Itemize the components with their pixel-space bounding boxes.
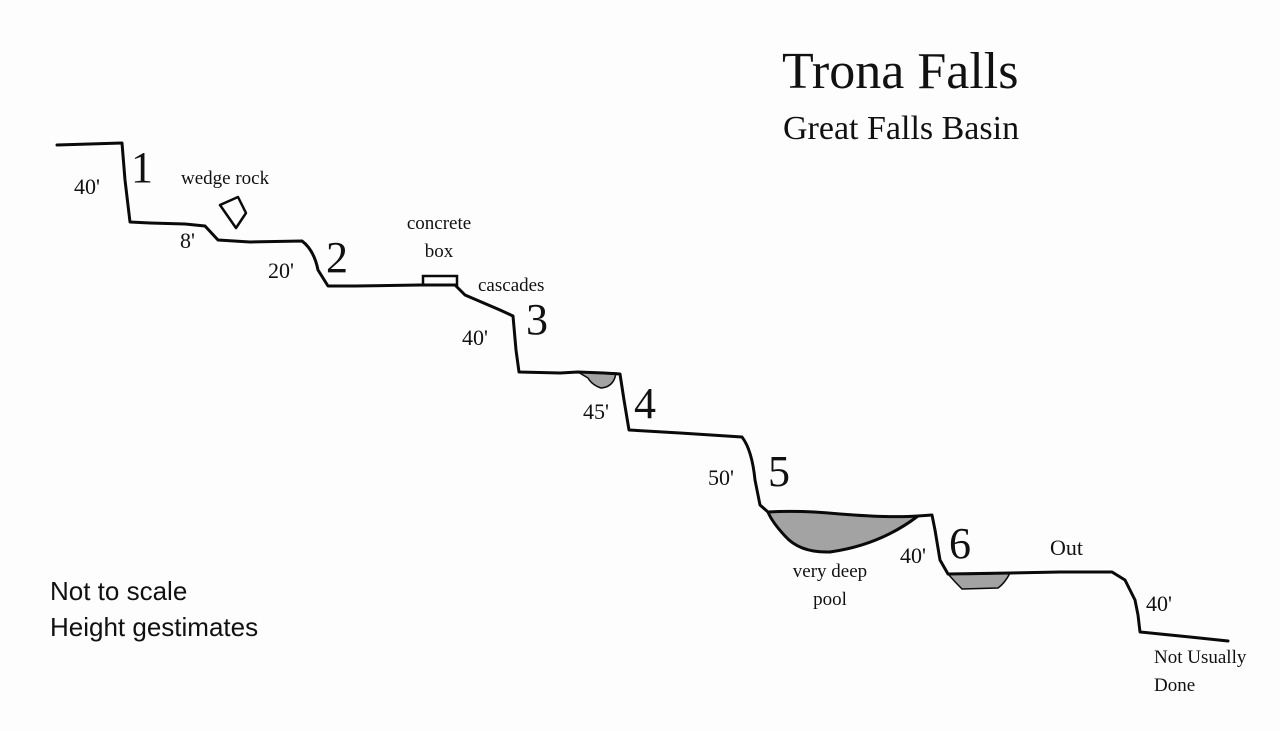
not-usually-done-line1: Not Usually (1154, 647, 1247, 668)
not-usually-done-line2: Done (1154, 675, 1196, 696)
fall-height-4: 45' (583, 399, 609, 424)
diagram-title: Trona Falls (782, 43, 1019, 100)
fall-number-2: 2 (326, 233, 348, 282)
wedge-rock-label: wedge rock (181, 168, 270, 189)
pool-fall-6 (946, 572, 1012, 590)
cascades-label: cascades (478, 275, 545, 296)
fall-height-8ft: 8' (180, 228, 195, 253)
fall-number-5: 5 (768, 447, 790, 496)
wedge-rock-shape (218, 195, 248, 230)
fall-number-1: 1 (131, 143, 153, 192)
fall-height-3: 40' (462, 325, 488, 350)
pool-label-line2: pool (813, 589, 847, 610)
concrete-box-shape (421, 274, 459, 287)
concrete-box-label-line1: concrete (406, 213, 472, 234)
diagram-subtitle: Great Falls Basin (783, 110, 1020, 147)
fall-number-6: 6 (949, 519, 971, 568)
note-not-to-scale: Not to scale (50, 576, 188, 606)
pool-label-line1: very deep (792, 561, 868, 582)
fall-height-6: 40' (900, 543, 926, 568)
fall-height-2: 20' (268, 258, 294, 283)
fall-height-last: 40' (1146, 591, 1172, 616)
fall-number-3: 3 (526, 295, 548, 344)
fall-height-1: 40' (74, 174, 100, 199)
fall-height-5: 50' (708, 465, 734, 490)
fall-number-4: 4 (634, 379, 656, 428)
out-label: Out (1050, 535, 1083, 560)
concrete-box-label-line2: box (424, 241, 454, 262)
deep-pool-outline (766, 511, 919, 554)
note-height-gestimates: Height gestimates (50, 612, 259, 642)
